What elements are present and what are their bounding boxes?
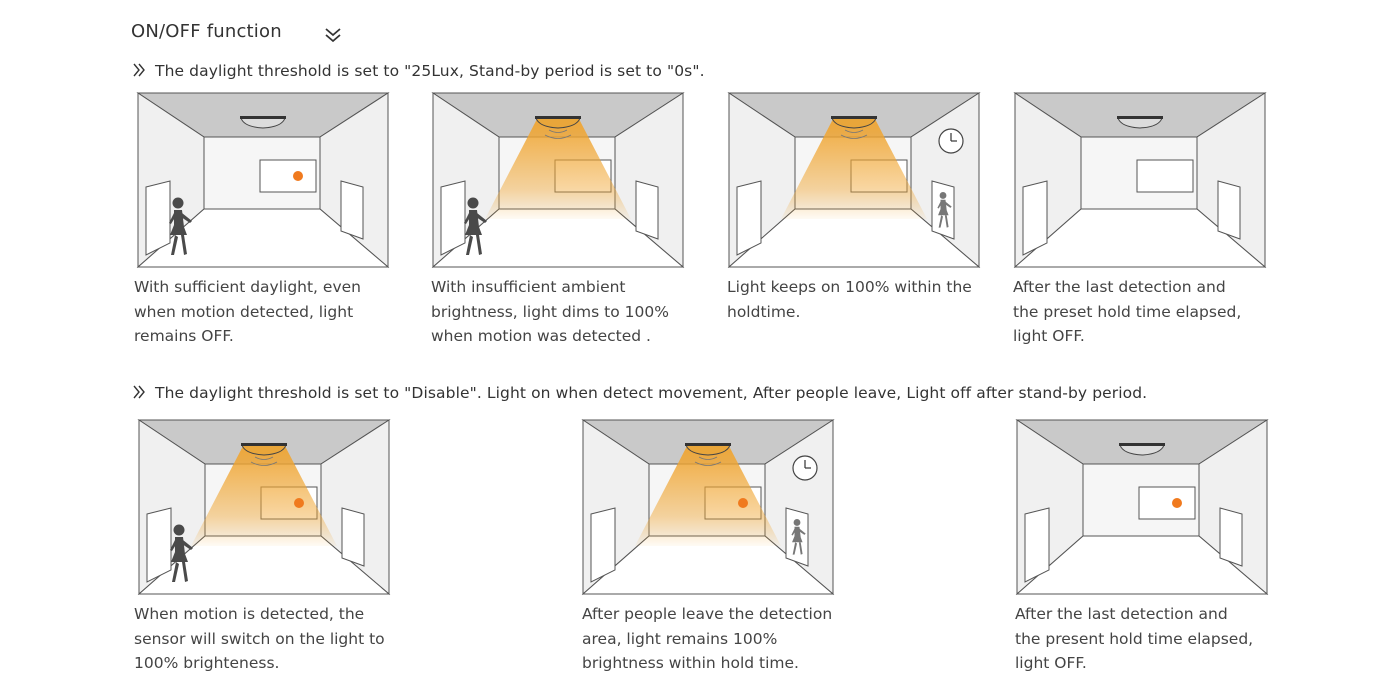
caption-line: After the last detection and	[1015, 605, 1228, 623]
door	[341, 507, 365, 567]
double-chevron-right-icon	[133, 63, 145, 77]
person-icon	[170, 524, 193, 582]
caption-line: With insufficient ambient	[431, 278, 626, 296]
caption-line: holdtime.	[727, 302, 801, 321]
light-beam	[635, 446, 781, 546]
caption-line: When motion is detected, the	[134, 605, 365, 623]
caption-line: when motion detected, light	[134, 302, 354, 321]
caption-line: After people leave the detection	[582, 605, 833, 623]
room-illustration	[581, 418, 835, 596]
ceiling-lamp-icon	[831, 117, 877, 129]
caption-line: Light keeps on 100% within the	[727, 278, 972, 296]
caption-line: With sufficient daylight, even	[134, 278, 361, 296]
door	[146, 507, 172, 583]
door	[145, 180, 171, 256]
caption-line: the preset hold time elapsed,	[1013, 302, 1242, 321]
door	[1022, 180, 1048, 256]
double-chevron-down-icon[interactable]	[322, 24, 344, 46]
sun-icon	[738, 498, 748, 508]
window	[1136, 159, 1194, 193]
panel-caption: With sufficient daylight, even when moti…	[134, 275, 404, 349]
room-illustration	[1015, 418, 1269, 596]
panel-caption: After people leave the detection area, l…	[582, 602, 852, 676]
person-icon	[937, 192, 952, 228]
caption-line: when motion was detected .	[431, 327, 651, 345]
caption-line: area, light remains 100%	[582, 629, 778, 648]
door	[1219, 507, 1243, 567]
ceiling-lamp-icon	[1119, 444, 1165, 456]
door	[1024, 507, 1050, 583]
section1-heading: The daylight threshold is set to "25Lux,…	[132, 62, 705, 80]
person-icon	[791, 519, 806, 555]
section1-heading-text: The daylight threshold is set to "25Lux,…	[155, 62, 705, 80]
door	[736, 180, 762, 256]
caption-line: brightness, light dims to 100%	[431, 302, 669, 321]
caption-line: 100% brighteness.	[134, 654, 280, 672]
caption-line: After the last detection and	[1013, 278, 1226, 296]
clock-icon	[938, 128, 964, 154]
panel-caption: Light keeps on 100% within the holdtime.	[727, 275, 997, 324]
window	[1138, 486, 1196, 520]
room-illustration	[137, 418, 391, 596]
caption-line: light OFF.	[1013, 327, 1085, 345]
person-icon	[464, 197, 487, 255]
door	[440, 180, 466, 256]
panel-caption: After the last detection and the present…	[1015, 602, 1285, 676]
page-title: ON/OFF function	[131, 21, 282, 42]
room-illustration	[727, 91, 981, 269]
panel-caption: After the last detection and the preset …	[1013, 275, 1283, 349]
clock-icon	[792, 455, 818, 481]
person-icon	[169, 197, 192, 255]
caption-line: the present hold time elapsed,	[1015, 629, 1254, 648]
sun-icon	[293, 171, 303, 181]
light-beam	[781, 119, 927, 219]
door	[590, 507, 616, 583]
room-illustration	[1013, 91, 1267, 269]
light-beam	[485, 119, 631, 219]
caption-line: remains OFF.	[134, 327, 234, 345]
caption-line: brightness within hold time.	[582, 654, 799, 672]
sun-icon	[294, 498, 304, 508]
sun-icon	[1172, 498, 1182, 508]
ceiling-lamp-icon	[535, 117, 581, 129]
room-illustration	[431, 91, 685, 269]
section2-heading-text: The daylight threshold is set to "Disabl…	[155, 384, 1148, 402]
panel-caption: When motion is detected, the sensor will…	[134, 602, 404, 676]
ceiling-lamp-icon	[240, 117, 286, 129]
ceiling-lamp-icon	[241, 444, 287, 456]
ceiling-lamp-icon	[1117, 117, 1163, 129]
door	[635, 180, 659, 240]
caption-line: light OFF.	[1015, 654, 1087, 672]
window	[259, 159, 317, 193]
section2-heading: The daylight threshold is set to "Disabl…	[132, 384, 1147, 402]
double-chevron-right-icon	[133, 385, 145, 399]
door	[340, 180, 364, 240]
light-beam	[191, 446, 337, 546]
panel-caption: With insufficient ambient brightness, li…	[431, 275, 701, 349]
caption-line: sensor will switch on the light to	[134, 629, 385, 648]
room-illustration	[136, 91, 390, 269]
ceiling-lamp-icon	[685, 444, 731, 456]
door	[1217, 180, 1241, 240]
